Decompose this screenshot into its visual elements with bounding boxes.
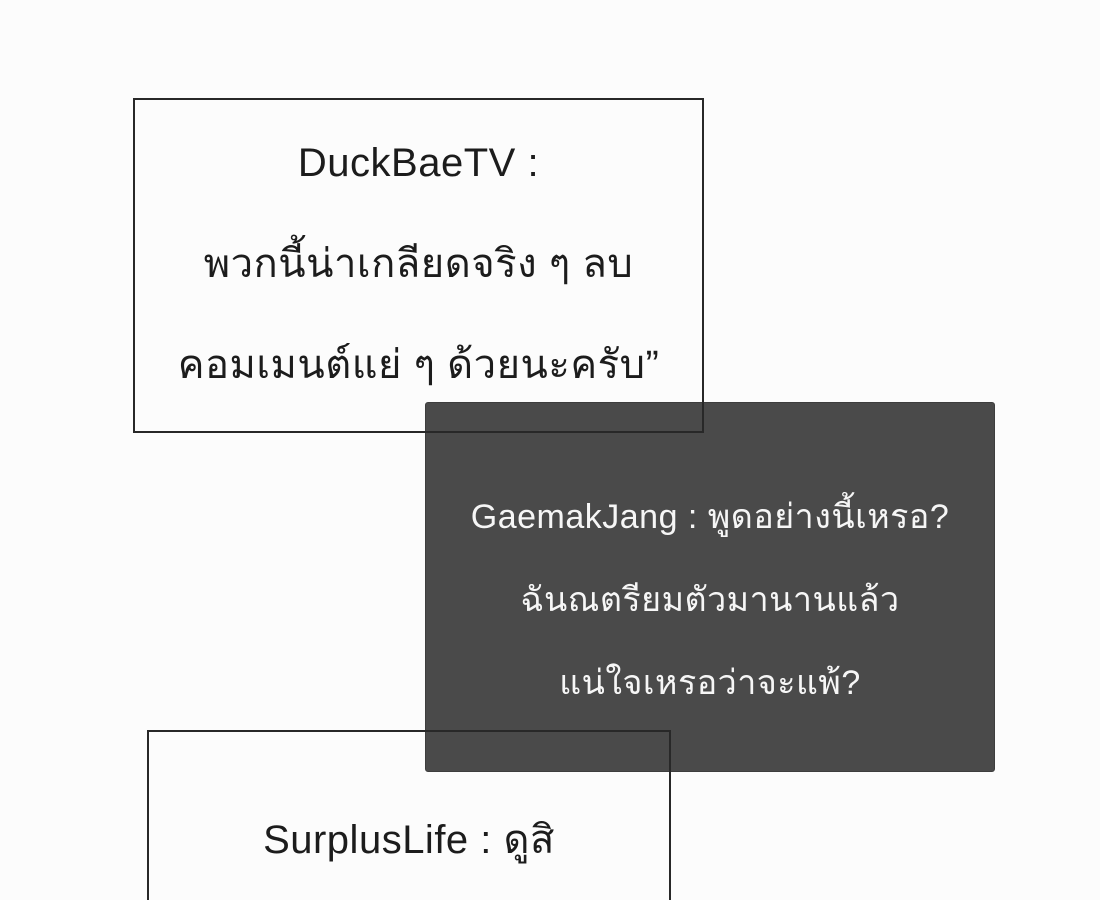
speech-box-surpluslife: SurplusLife : ดูสิ xyxy=(147,730,671,900)
speech-line-duckbaetv-3: คอมเมนต์แย่ ๆ ด้วยนะครับ” xyxy=(177,343,660,387)
speech-box-gaemakjang: GaemakJang : พูดอย่างนี้เหรอ? ฉันณตรียมต… xyxy=(425,402,995,772)
speech-line-duckbaetv-1: DuckBaeTV : xyxy=(297,141,540,185)
speech-line-gaemakjang-1: GaemakJang : พูดอย่างนี้เหรอ? xyxy=(470,498,950,536)
speech-line-duckbaetv-2: พวกนี้น่าเกลียดจริง ๆ ลบ xyxy=(203,242,634,286)
speech-line-gaemakjang-2: ฉันณตรียมตัวมานานแล้ว xyxy=(520,581,900,619)
speech-line-gaemakjang-3: แน่ใจเหรอว่าจะแพ้? xyxy=(559,664,861,702)
speech-box-duckbaetv: DuckBaeTV : พวกนี้น่าเกลียดจริง ๆ ลบ คอม… xyxy=(133,98,704,433)
speech-line-surpluslife-1: SurplusLife : ดูสิ xyxy=(263,818,555,862)
